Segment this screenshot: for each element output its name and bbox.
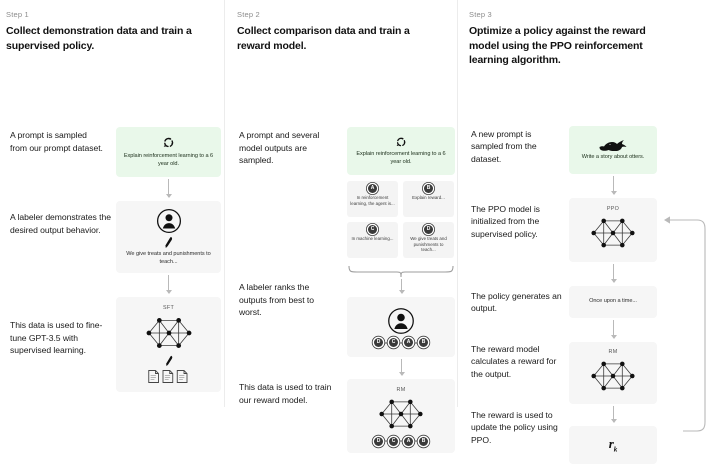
step-1-column: Step 1 Collect demonstration data and tr… bbox=[0, 0, 225, 407]
recycle-icon bbox=[395, 136, 407, 148]
output-option-d: D We give treats and punishments to teac… bbox=[403, 222, 454, 258]
step-3-prompt-card: Write a story about otters. bbox=[569, 125, 657, 174]
step-3-caption-5: The reward is used to update the policy … bbox=[471, 409, 558, 445]
step-1-label: Step 1 bbox=[6, 10, 29, 19]
step-2-label: Step 2 bbox=[237, 10, 260, 19]
step-2-ranking-card: D C A B bbox=[347, 297, 455, 357]
step-3-arrow-2 bbox=[610, 263, 617, 283]
column-divider-2 bbox=[457, 0, 458, 407]
step-3-output-text: Once upon a time... bbox=[589, 297, 637, 304]
rank-separator bbox=[385, 440, 387, 442]
output-letter-c: C bbox=[368, 225, 377, 234]
output-letter-a: A bbox=[368, 184, 377, 193]
step-3-caption-1: A new prompt is sampled from the dataset… bbox=[471, 128, 537, 164]
recycle-icon bbox=[162, 136, 175, 149]
otter-icon bbox=[598, 137, 628, 152]
step-3-reward-card: rk bbox=[569, 425, 657, 464]
rank-separator bbox=[400, 341, 402, 344]
column-divider-1 bbox=[224, 0, 225, 407]
neural-network-icon bbox=[588, 356, 638, 396]
neural-network-icon bbox=[588, 213, 638, 253]
step-3-caption-2: The PPO model is initialized from the su… bbox=[471, 203, 540, 239]
pen-icon bbox=[163, 236, 174, 249]
output-option-a: A In reinforcement learning, the agent i… bbox=[347, 181, 398, 217]
step-2-ranking-row: D C A B bbox=[374, 338, 428, 347]
step-3-ppo-card: PPO bbox=[569, 197, 657, 262]
step-3-prompt-text: Write a story about otters. bbox=[581, 154, 645, 161]
step-2-brace bbox=[347, 265, 455, 279]
output-option-b: B Explain reward... bbox=[403, 181, 454, 217]
person-icon bbox=[156, 208, 182, 234]
step-3-caption-3: The policy generates an output. bbox=[471, 290, 562, 314]
rank-pill-4: B bbox=[419, 338, 428, 347]
step-2-reward-model-card: RM bbox=[347, 379, 455, 453]
step-1-caption-1: A prompt is sampled from our prompt data… bbox=[10, 130, 103, 153]
output-letter-b: B bbox=[424, 184, 433, 193]
step-3-rm-card: RM bbox=[569, 341, 657, 404]
rank-separator bbox=[385, 341, 387, 344]
output-text-c: In machine learning... bbox=[351, 236, 394, 241]
step-3-title: Optimize a policy against the reward mod… bbox=[469, 25, 646, 66]
step-2-title: Collect comparison data and train a rewa… bbox=[237, 25, 410, 52]
step-3-arrow-4 bbox=[610, 405, 617, 423]
step-1-arrow-2 bbox=[165, 275, 172, 294]
step-2-prompt-text: Explain reinforcement learning to a 6 ye… bbox=[356, 151, 446, 165]
step-3-rm-label: RM bbox=[608, 349, 618, 355]
rank-separator bbox=[415, 440, 417, 442]
rank-separator bbox=[415, 341, 417, 344]
step-2-column: Step 2 Collect comparison data and train… bbox=[225, 0, 457, 453]
rm-rank-pill-2: C bbox=[389, 436, 398, 446]
rm-rank-pill-3: A bbox=[404, 436, 413, 446]
output-letter-d: D bbox=[424, 225, 433, 234]
step-2-outputs-grid: A In reinforcement learning, the agent i… bbox=[347, 181, 455, 258]
step-1-caption-3: This data is used to fine-tune GPT-3.5 w… bbox=[10, 320, 103, 356]
step-1-prompt-card: Explain reinforcement learning to a 6 ye… bbox=[116, 127, 221, 177]
step-2-prompt-card: Explain reinforcement learning to a 6 ye… bbox=[347, 127, 455, 175]
reward-symbol: rk bbox=[608, 435, 618, 454]
step-1-prompt-text: Explain reinforcement learning to a 6 ye… bbox=[123, 153, 214, 167]
step-1-labeler-text: We give treats and punishments to teach.… bbox=[126, 251, 211, 265]
rm-rank-pill-1: D bbox=[374, 436, 383, 446]
step-1-sft-card: SFT bbox=[116, 297, 221, 392]
person-icon bbox=[387, 307, 415, 335]
step-1-caption-2: A labeler demonstrates the desired outpu… bbox=[10, 212, 111, 235]
output-option-c: C In machine learning... bbox=[347, 222, 398, 258]
rank-pill-2: C bbox=[389, 338, 398, 347]
step-2-arrow-1 bbox=[398, 279, 405, 294]
rank-separator bbox=[400, 440, 402, 442]
pen-icon bbox=[164, 355, 174, 367]
step-3-feedback-loop-arrow bbox=[653, 194, 711, 449]
step-2-caption-3: This data is used to train our reward mo… bbox=[239, 382, 332, 405]
step-2-rm-label: RM bbox=[396, 386, 406, 393]
step-2-caption-2: A labeler ranks the outputs from best to… bbox=[239, 282, 314, 318]
documents-icon bbox=[147, 369, 191, 384]
rank-pill-1: D bbox=[374, 338, 383, 347]
step-3-label: Step 3 bbox=[469, 10, 492, 19]
step-2-caption-1: A prompt and several model outputs are s… bbox=[239, 130, 320, 166]
step-3-arrow-1 bbox=[610, 175, 617, 195]
step-1-sft-label: SFT bbox=[162, 305, 175, 311]
step-3-caption-4: The reward model calculates a reward for… bbox=[471, 343, 557, 379]
step-3-output-card: Once upon a time... bbox=[569, 285, 657, 318]
step-1-title: Collect demonstration data and train a s… bbox=[6, 25, 192, 52]
step-3-ppo-label: PPO bbox=[606, 206, 620, 212]
step-1-labeler-card: We give treats and punishments to teach.… bbox=[116, 201, 221, 273]
output-text-d: We give treats and punishments to teach.… bbox=[410, 236, 447, 253]
step-3-column: Step 3 Optimize a policy against the rew… bbox=[457, 0, 720, 464]
step-1-arrow-1 bbox=[165, 179, 172, 198]
neural-network-icon bbox=[143, 312, 195, 354]
rm-rank-pill-4: B bbox=[419, 436, 428, 446]
step-2-arrow-2 bbox=[398, 359, 405, 376]
output-text-b: Explain reward... bbox=[412, 195, 445, 200]
step-3-arrow-3 bbox=[610, 319, 617, 339]
step-2-rm-ranking-row: D C A B bbox=[374, 436, 428, 446]
neural-network-icon bbox=[376, 394, 426, 434]
output-text-a: In reinforcement learning, the agent is.… bbox=[350, 195, 395, 206]
rank-pill-3: A bbox=[404, 338, 413, 347]
